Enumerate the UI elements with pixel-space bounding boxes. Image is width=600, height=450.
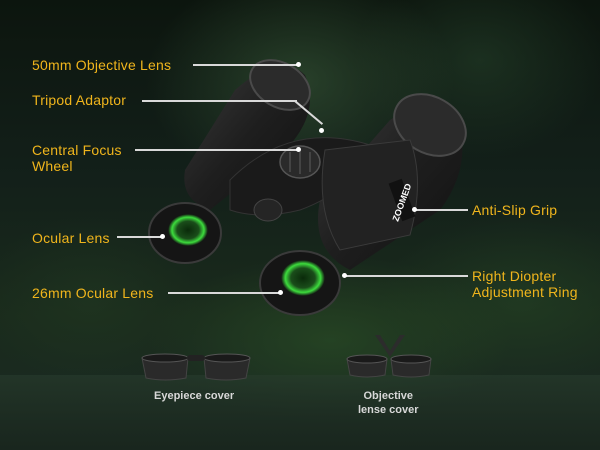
leader-line <box>414 209 468 211</box>
callout-right-diopter-line2: Adjustment Ring <box>472 284 578 300</box>
accessory-eyepiece-cover-label: Eyepiece cover <box>154 390 235 402</box>
callout-26mm-ocular-lens: 26mm Ocular Lens <box>32 285 154 301</box>
callout-dot <box>342 273 347 278</box>
leader-line <box>135 149 298 151</box>
callout-dot <box>412 207 417 212</box>
callout-central-focus-line2: Wheel <box>32 158 73 174</box>
leader-line <box>193 64 298 66</box>
callout-objective-lens: 50mm Objective Lens <box>32 57 172 73</box>
water-reflection <box>0 375 600 450</box>
callout-ocular-lens: Ocular Lens <box>32 230 110 246</box>
callout-dot <box>296 62 301 67</box>
leader-line <box>344 275 468 277</box>
binoculars-image: ZOOMED <box>148 59 467 316</box>
accessory-objective-cover-line1: Objective <box>363 390 414 402</box>
callout-right-diopter: Right Diopter Adjustment Ring <box>472 268 578 300</box>
eyepiece-cover-image <box>141 353 251 381</box>
accessory-objective-cover-line2: lense cover <box>358 404 419 416</box>
accessory-objective-cover-label: Objective lense cover <box>358 389 419 417</box>
leader-line <box>117 236 162 238</box>
callout-anti-slip-grip: Anti-Slip Grip <box>472 202 558 218</box>
callout-dot <box>319 128 324 133</box>
callout-central-focus: Central Focus Wheel <box>32 142 122 174</box>
callout-tripod-adaptor: Tripod Adaptor <box>32 92 127 108</box>
objective-cover-image <box>346 335 432 378</box>
leader-line <box>168 292 280 294</box>
callout-right-diopter-line1: Right Diopter <box>472 268 557 284</box>
callout-dot <box>278 290 283 295</box>
callout-central-focus-line1: Central Focus <box>32 142 122 158</box>
callout-dot <box>296 147 301 152</box>
leader-line <box>142 100 297 102</box>
callout-dot <box>160 234 165 239</box>
